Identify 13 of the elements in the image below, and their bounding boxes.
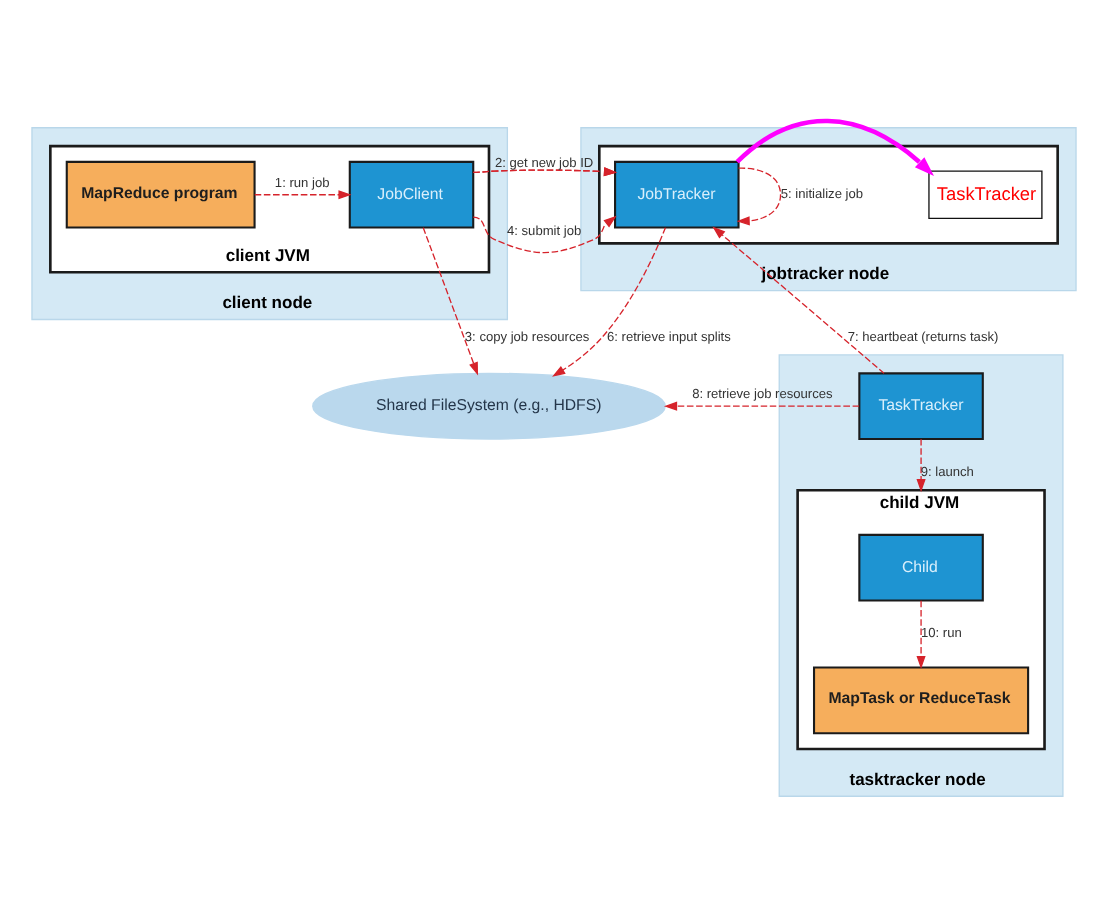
arrow [664, 401, 860, 411]
arrow [916, 600, 926, 670]
arrow [735, 118, 934, 176]
node-box: TaskTracker [928, 170, 1043, 220]
arrow [552, 227, 667, 377]
arrow [422, 227, 479, 376]
arrow [472, 167, 618, 177]
cluster [598, 144, 1059, 245]
arrow [472, 215, 617, 254]
arrow [916, 438, 926, 493]
arrow [712, 226, 885, 374]
arrow [254, 190, 352, 200]
arrow [736, 167, 782, 226]
